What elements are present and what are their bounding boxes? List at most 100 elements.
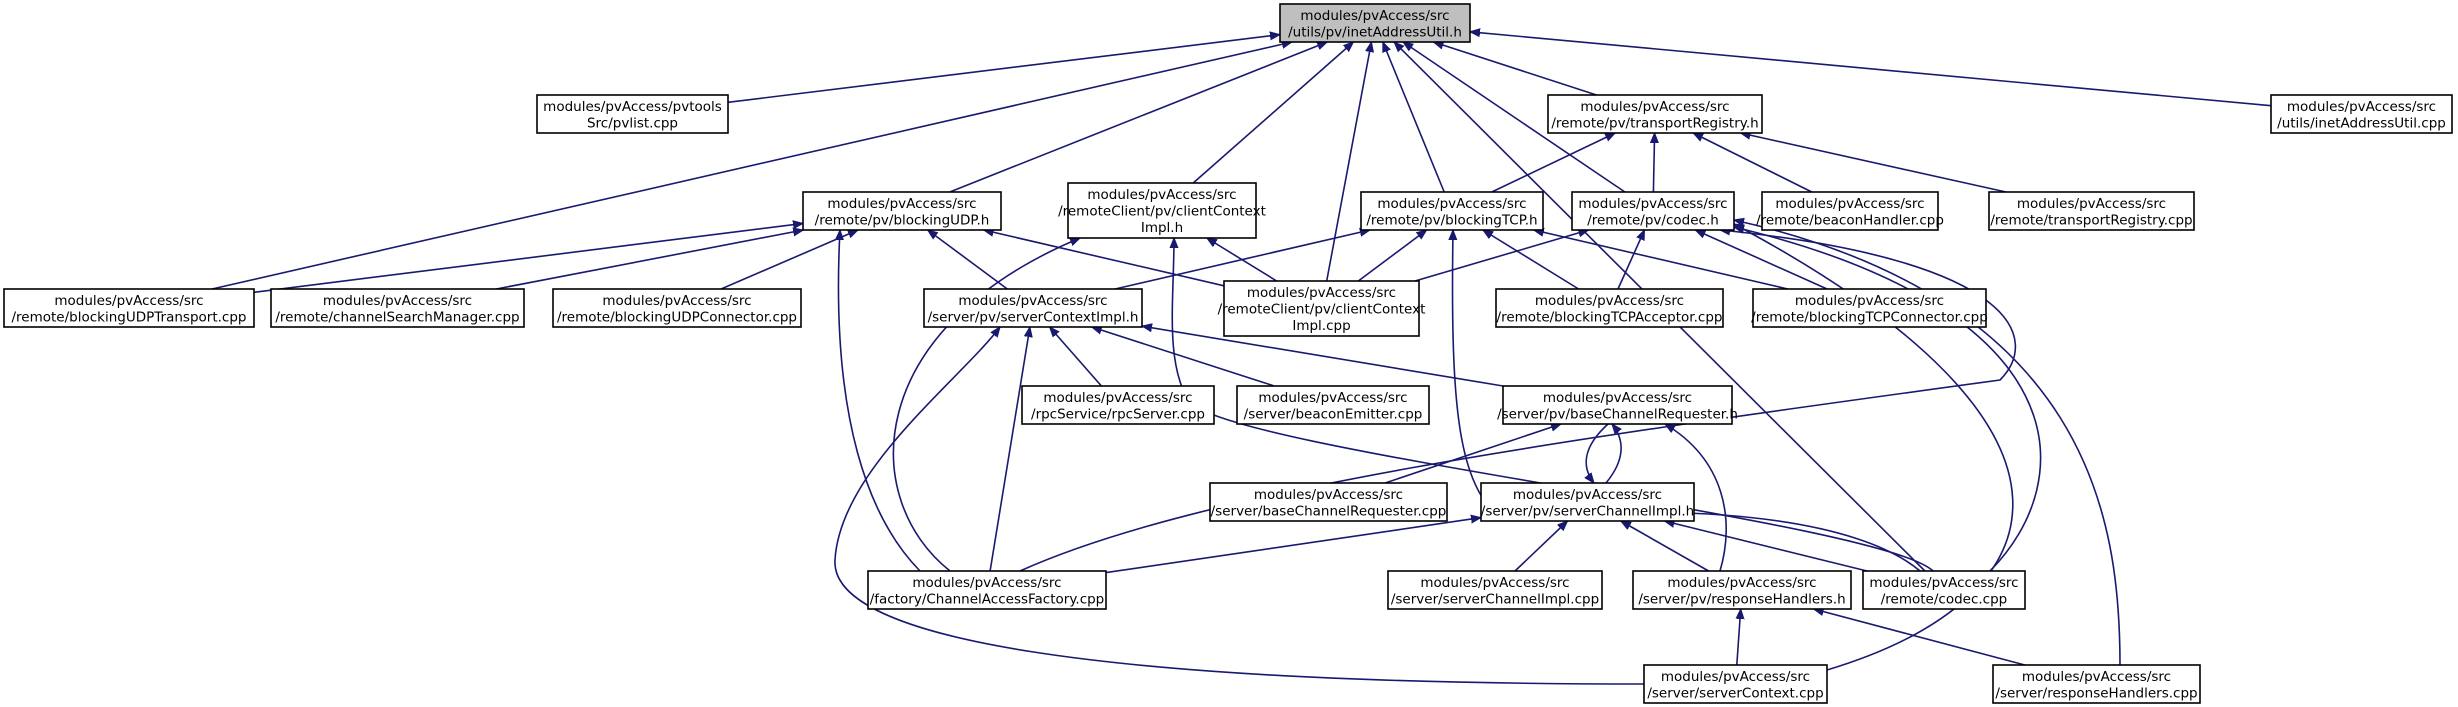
file-node-serverChannelImpl-cpp[interactable]: modules/pvAccess/src/server/serverChanne… [1387,570,1603,610]
node-label-line: /remote/blockingTCPConnector.cpp [1751,309,1988,325]
node-box [1502,385,1733,425]
include-edge-blockingTCP_h-to-transportRegistry_h [1491,132,1615,193]
file-node-blockingTCP-h[interactable]: modules/pvAccess/src/remote/pv/blockingT… [1360,191,1544,231]
node-label-line: Impl.h [1141,220,1183,236]
file-node-rpcServer-cpp[interactable]: modules/pvAccess/src/rpcService/rpcServe… [1021,385,1215,425]
include-edge-blockingTCPConnector_cpp-to-codec_h [1695,229,1828,290]
file-node-baseChannelRequester-cpp[interactable]: modules/pvAccess/src/server/baseChannelR… [1209,482,1448,522]
file-node-responseHandlers-h[interactable]: modules/pvAccess/src/server/pv/responseH… [1632,570,1852,610]
include-edge-serverContext_cpp-to-responseHandlers_h [1737,609,1741,666]
file-node-baseChannelRequester-h[interactable]: modules/pvAccess/src/server/pv/baseChann… [1497,385,1738,425]
node-label-line: modules/pvAccess/src [1775,196,1924,212]
edge-line [1514,521,1568,572]
include-edge-rpcServer_cpp-to-serverContextImpl_h [1050,327,1103,387]
file-node-clientContextImpl-cpp[interactable]: modules/pvAccess/src/remoteClient/pv/cli… [1218,280,1426,337]
file-node-blockingTCPAcceptor-cpp[interactable]: modules/pvAccess/src/remote/blockingTCPA… [1495,288,1724,328]
include-edge-codec_h-to-inetAddressUtil_h [1403,42,1626,193]
include-edge-blockingTCP_h-to-inetAddressUtil_h [1382,42,1445,193]
edge-line [1734,220,2121,666]
node-label-line: /rpcService/rpcServer.cpp [1031,406,1205,422]
node-label-line: /remote/pv/blockingTCP.h [1366,212,1537,228]
include-edge-blockingUDP_h-to-inetAddressUtil_h [949,41,1327,193]
include-edge-pvlist_cpp-to-inetAddressUtil_h [727,35,1280,104]
edge-line [1741,133,2007,193]
edge-line [949,41,1327,193]
include-edge-serverContext_cpp-to-serverContextImpl_h [834,327,1645,685]
file-node-clientContextImpl-h[interactable]: modules/pvAccess/src/remoteClient/pv/cli… [1058,182,1266,239]
include-edge-serverContextImpl_h-to-blockingUDP_h [928,230,1008,290]
file-node-serverContext-cpp[interactable]: modules/pvAccess/src/server/serverContex… [1643,664,1828,704]
node-label-line: modules/pvAccess/src [1247,285,1396,301]
file-node-beaconEmitter-cpp[interactable]: modules/pvAccess/src/server/beaconEmitte… [1236,385,1430,425]
node-label-line: /remote/blockingUDPConnector.cpp [557,309,797,325]
edge-line [1483,230,1580,290]
node-box [867,570,1107,610]
node-box [1571,191,1735,231]
edge-line [1621,520,1709,572]
file-node-transportRegistry-cpp[interactable]: modules/pvAccess/src/remote/transportReg… [1988,191,2195,231]
node-label-line: modules/pvAccess/src [1300,8,1449,24]
node-label-line: modules/pvAccess/src [1377,196,1526,212]
node-label-line: modules/pvAccess/src [1661,669,1810,685]
file-node-serverContextImpl-h[interactable]: modules/pvAccess/src/server/pv/serverCon… [923,288,1143,328]
node-label-line: /remote/codec.cpp [1881,591,2008,607]
edge-line [1092,327,1275,387]
edge-line [1695,229,1828,290]
node-box [1761,191,1939,231]
node-label-line: /server/serverContext.cpp [1647,685,1823,701]
node-label-line: /server/responseHandlers.cpp [1995,685,2197,701]
include-edge-transportRegistry_h-to-inetAddressUtil_h [1434,42,1597,96]
node-box [1752,288,1987,328]
file-node-codec-cpp[interactable]: modules/pvAccess/src/remote/codec.cpp [1862,570,2026,610]
node-label-line: modules/pvAccess/src [1258,390,1407,406]
file-node-beaconHandler-cpp[interactable]: modules/pvAccess/src/remote/beaconHandle… [1756,191,1944,231]
node-label-line: modules/pvAccess/src [1513,487,1662,503]
include-edge-blockingUDPConnector_cpp-to-blockingUDP_h [720,229,858,290]
node-label-line: modules/pvAccess/src [2017,196,2166,212]
include-edge-ChannelAccessFactory_cpp-to-clientContextImpl_h [892,237,1080,572]
file-node-inetAddressUtil-cpp[interactable]: modules/pvAccess/src/utils/inetAddressUt… [2270,94,2453,134]
include-edge-blockingTCPConnector_cpp-to-blockingTCP_h [1534,230,1788,290]
include-edge-blockingUDPTransport_cpp-to-blockingUDP_h [253,223,803,294]
node-label-line: /factory/ChannelAccessFactory.cpp [870,591,1105,607]
include-edge-codec_cpp-to-codec_h [1734,227,2042,572]
edge-line [834,327,1645,685]
include-edge-beaconHandler_cpp-to-transportRegistry_h [1693,132,1813,193]
file-node-serverChannelImpl-h[interactable]: modules/pvAccess/src/server/pv/serverCha… [1480,482,1695,522]
file-node-inetAddressUtil-h[interactable]: modules/pvAccess/src/utils/pv/inetAddres… [1279,3,1471,43]
include-edge-baseChannelRequester_cpp-to-baseChannelRequester_h [1384,424,1561,484]
node-box [1988,191,2195,231]
node-label-line: /remote/blockingUDPTransport.cpp [12,309,247,325]
edge-line [720,229,858,290]
node-label-line: /remote/blockingTCPAcceptor.cpp [1497,309,1723,325]
node-label-line: /remoteClient/pv/clientContext [1058,204,1266,220]
file-node-blockingTCPConnector-cpp[interactable]: modules/pvAccess/src/remote/blockingTCPC… [1751,288,1988,328]
edge-line [1617,230,1646,290]
node-box [1643,664,1828,704]
node-label-line: /remoteClient/pv/clientContext [1218,302,1426,318]
node-label-line: /server/pv/responseHandlers.h [1638,591,1845,607]
edge-line [1491,132,1615,193]
edge-line [928,230,1008,290]
include-edge-serverContextImpl_h-to-blockingTCP_h [1114,230,1370,290]
file-node-codec-h[interactable]: modules/pvAccess/src/remote/pv/codec.h [1571,191,1735,231]
edge-line [1019,230,2017,572]
file-node-blockingUDP-h[interactable]: modules/pvAccess/src/remote/pv/blockingU… [802,191,1002,231]
file-node-blockingUDPTransport-cpp[interactable]: modules/pvAccess/src/remote/blockingUDPT… [3,288,255,328]
node-box [1236,385,1430,425]
node-box [1360,191,1544,231]
node-label-line: modules/pvAccess/src [912,575,1061,591]
node-label-line: /remote/transportRegistry.cpp [1990,212,2192,228]
include-edge-responseHandlers_cpp-to-responseHandlers_h [1814,609,2026,666]
file-node-responseHandlers-cpp[interactable]: modules/pvAccess/src/server/responseHand… [1992,664,2201,704]
file-node-ChannelAccessFactory-cpp[interactable]: modules/pvAccess/src/factory/ChannelAcce… [867,570,1107,610]
edge-line [1470,32,2272,107]
include-edge-baseChannelRequester_h-to-serverContextImpl_h [1142,326,1504,387]
file-node-blockingUDPConnector-cpp[interactable]: modules/pvAccess/src/remote/blockingUDPC… [552,288,802,328]
file-node-transportRegistry-h[interactable]: modules/pvAccess/src/remote/pv/transport… [1547,94,1763,134]
file-node-channelSearchManager-cpp[interactable]: modules/pvAccess/src/remote/channelSearc… [270,288,525,328]
include-edge-ChannelAccessFactory_cpp-to-serverContextImpl_h [989,327,1030,572]
node-box [802,191,1002,231]
